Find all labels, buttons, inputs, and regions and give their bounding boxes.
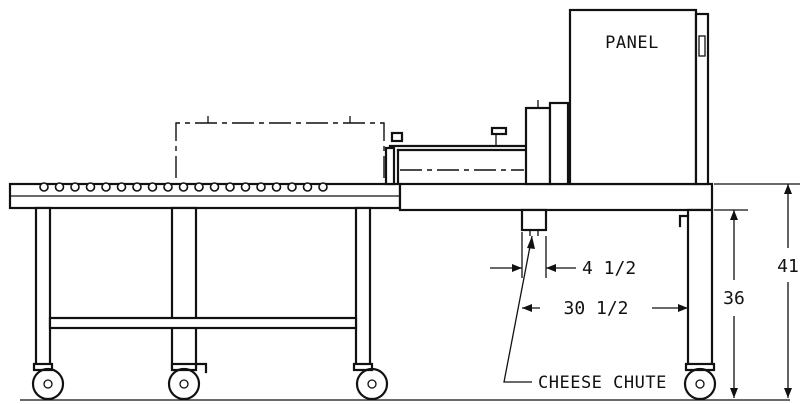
electrical-panel [568, 8, 698, 186]
conveyor [8, 116, 402, 401]
conveyor-roller [147, 182, 158, 192]
machine-right-leg [686, 208, 714, 370]
conveyor-roller [101, 182, 111, 192]
dimension-chute-to-leg: 30 1/2 [522, 298, 688, 319]
right-conveyor-leg [354, 206, 372, 370]
conveyor-roller [178, 182, 189, 192]
dim-chute-offset-label: 4 1/2 [582, 258, 636, 279]
conveyor-roller [287, 182, 297, 192]
conveyor-roller [209, 182, 220, 192]
dimension-table-height: 36 [714, 209, 748, 398]
conveyor-cross-brace [48, 316, 358, 330]
conveyor-roller [271, 182, 282, 192]
conveyor-roller [70, 182, 80, 192]
conveyor-roller [39, 182, 49, 192]
conveyor-roller [163, 182, 173, 192]
conveyor-roller [256, 182, 266, 192]
dim-table-height-label: 36 [723, 288, 745, 309]
cheese-chute-callout: CHEESE CHUTE [503, 235, 667, 393]
dimension-overall-height: 41 [714, 183, 800, 398]
caster-wheel [31, 362, 65, 401]
conveyor-roller [132, 182, 142, 192]
machine-table-top [398, 182, 714, 212]
conveyor-roller [240, 182, 251, 192]
conveyor-roller [54, 182, 65, 192]
cutter-head [524, 106, 552, 186]
product-outline [175, 122, 385, 178]
left-leg [34, 206, 52, 370]
cheese-chute-label: CHEESE CHUTE [538, 373, 667, 393]
conveyor-roller [85, 182, 96, 192]
conveyor-roller [194, 182, 204, 192]
conveyor-rollers [39, 182, 328, 192]
panel-label: PANEL [605, 33, 659, 53]
conveyor-roller [318, 182, 328, 192]
center-leg [170, 206, 198, 370]
conveyor-roller [225, 182, 235, 192]
conveyor-roller [116, 182, 127, 192]
conveyor-roller [302, 182, 313, 192]
machine-frame: PANEL [384, 8, 717, 401]
cheese-chute [520, 208, 548, 232]
caster-wheel [352, 362, 389, 401]
dim-chute-to-leg-label: 30 1/2 [563, 298, 628, 319]
dim-overall-height-label: 41 [777, 256, 799, 277]
caster-wheel [167, 362, 208, 401]
dimension-chute-offset: 4 1/2 [490, 232, 636, 279]
caster-wheel [683, 362, 717, 401]
